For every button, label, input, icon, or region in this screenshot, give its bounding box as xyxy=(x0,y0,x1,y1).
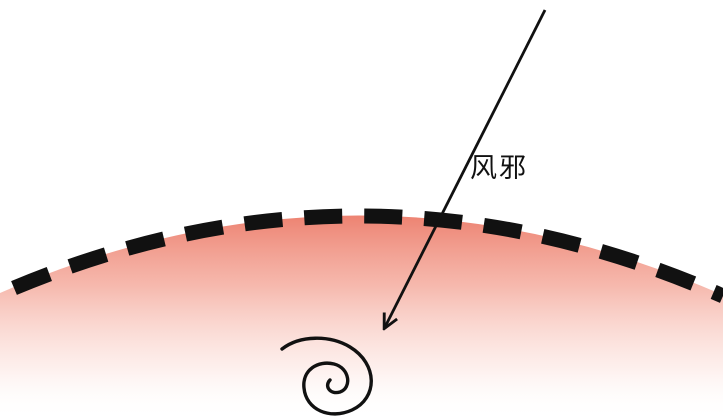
skin-region xyxy=(0,215,723,419)
wind-evil-label: 风邪 xyxy=(470,153,528,184)
spiral-icon xyxy=(280,336,373,416)
arrow-icon xyxy=(385,9,547,327)
body-surface-boundary xyxy=(11,208,723,303)
